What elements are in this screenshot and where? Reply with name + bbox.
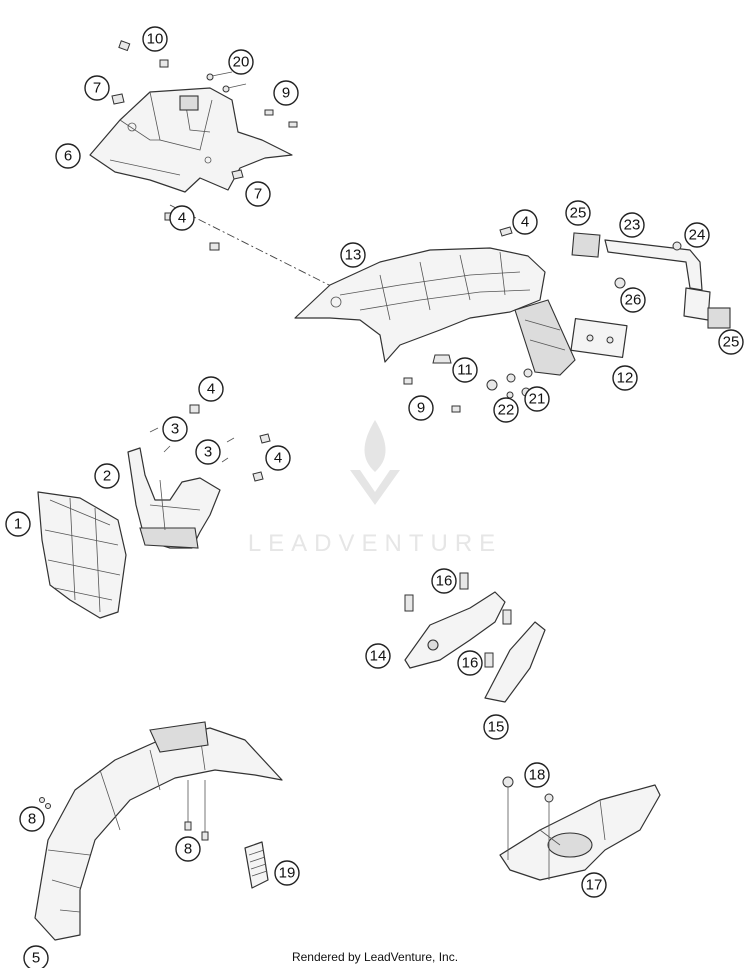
part-25-reflector-lower [707, 307, 731, 329]
svg-text:26: 26 [625, 292, 642, 309]
footer-credit: Rendered by LeadVenture, Inc. [291, 950, 459, 964]
callout-4: 4 [265, 445, 291, 471]
hardware-fender [39, 780, 209, 841]
callout-23: 23 [619, 212, 645, 238]
callout-4: 4 [169, 205, 195, 231]
svg-text:22: 22 [498, 402, 515, 419]
callout-3: 3 [195, 439, 221, 465]
svg-text:21: 21 [529, 391, 546, 408]
svg-text:25: 25 [570, 205, 587, 222]
svg-text:7: 7 [254, 186, 262, 203]
svg-text:17: 17 [586, 877, 603, 894]
callout-13: 13 [340, 242, 366, 268]
svg-text:12: 12 [617, 370, 634, 387]
callout-5: 5 [23, 945, 49, 968]
part-23-reflector-bracket [604, 239, 711, 321]
callout-11: 11 [452, 357, 478, 383]
callout-6: 6 [55, 143, 81, 169]
svg-text:3: 3 [171, 421, 179, 438]
callout-4: 4 [0, 0, 4, 9]
part-19-pad [244, 841, 269, 889]
callout-24: 24 [684, 222, 710, 248]
callout-8: 8 [175, 836, 201, 862]
part-24-bolt [672, 241, 682, 251]
callout-20: 20 [228, 49, 254, 75]
part-2-headlight-bracket [127, 447, 221, 549]
svg-text:20: 20 [233, 54, 250, 71]
svg-text:9: 9 [282, 85, 290, 102]
svg-text:4: 4 [274, 450, 282, 467]
svg-text:4: 4 [521, 214, 529, 231]
part-25-reflector-upper [571, 232, 601, 258]
plate-hole-right [606, 336, 614, 344]
callout-15: 15 [483, 714, 509, 740]
callout-22: 22 [493, 397, 519, 423]
part-14-side-cover [404, 572, 512, 669]
svg-text:15: 15 [488, 719, 505, 736]
svg-text:3: 3 [204, 444, 212, 461]
svg-text:25: 25 [723, 334, 740, 351]
part-5-front-fender [34, 721, 283, 941]
svg-text:24: 24 [689, 227, 706, 244]
svg-text:13: 13 [345, 247, 362, 264]
callout-19: 19 [274, 860, 300, 886]
callout-17: 17 [581, 872, 607, 898]
part-17-tank-cover [499, 784, 661, 881]
svg-text:5: 5 [32, 950, 40, 967]
callout-1: 1 [5, 511, 31, 537]
callout-14: 14 [365, 643, 391, 669]
svg-text:8: 8 [184, 841, 192, 858]
part-15-side-cover [484, 621, 546, 703]
callout-4: 4 [512, 209, 538, 235]
part-6-rear-bracket [89, 87, 293, 193]
alignment-leader-line [169, 204, 336, 289]
svg-text:10: 10 [147, 31, 164, 48]
callout-16: 16 [457, 650, 483, 676]
svg-text:19: 19 [279, 865, 296, 882]
callout-25: 25 [565, 200, 591, 226]
callout-4: 4 [198, 376, 224, 402]
svg-text:2: 2 [103, 468, 111, 485]
callout-12: 12 [612, 365, 638, 391]
callout-7: 7 [245, 181, 271, 207]
part-13-rear-fender [294, 247, 576, 376]
svg-text:16: 16 [462, 655, 479, 672]
svg-text:4: 4 [207, 381, 215, 398]
callout-8: 8 [19, 806, 45, 832]
callout-25: 25 [718, 329, 744, 355]
part-26-nut [614, 277, 626, 289]
svg-text:18: 18 [529, 767, 546, 784]
callout-18: 18 [524, 762, 550, 788]
callout-16: 16 [431, 568, 457, 594]
watermark-text: LEADVENTURE [247, 530, 503, 557]
callout-21: 21 [524, 386, 550, 412]
svg-text:16: 16 [436, 573, 453, 590]
hardware-front-bracket [149, 404, 271, 482]
svg-text:11: 11 [457, 362, 473, 379]
callout-26: 26 [620, 287, 646, 313]
part-12-plate-holder [570, 317, 628, 359]
callout-9: 9 [408, 395, 434, 421]
svg-text:9: 9 [417, 400, 425, 417]
svg-text:6: 6 [64, 148, 72, 165]
svg-text:7: 7 [93, 80, 101, 97]
callout-2: 2 [94, 463, 120, 489]
svg-text:14: 14 [370, 648, 387, 665]
watermark-logo [350, 420, 400, 505]
callout-7: 7 [84, 75, 110, 101]
part-1-headlight-mask [37, 491, 127, 619]
svg-text:23: 23 [624, 217, 641, 234]
callout-3: 3 [162, 416, 188, 442]
svg-text:1: 1 [14, 516, 22, 533]
svg-text:8: 8 [28, 811, 36, 828]
hardware-tank-cover [502, 776, 554, 880]
svg-text:4: 4 [178, 210, 186, 227]
callout-10: 10 [142, 26, 168, 52]
callout-9: 9 [273, 80, 299, 106]
plate-hole-left [586, 334, 594, 342]
